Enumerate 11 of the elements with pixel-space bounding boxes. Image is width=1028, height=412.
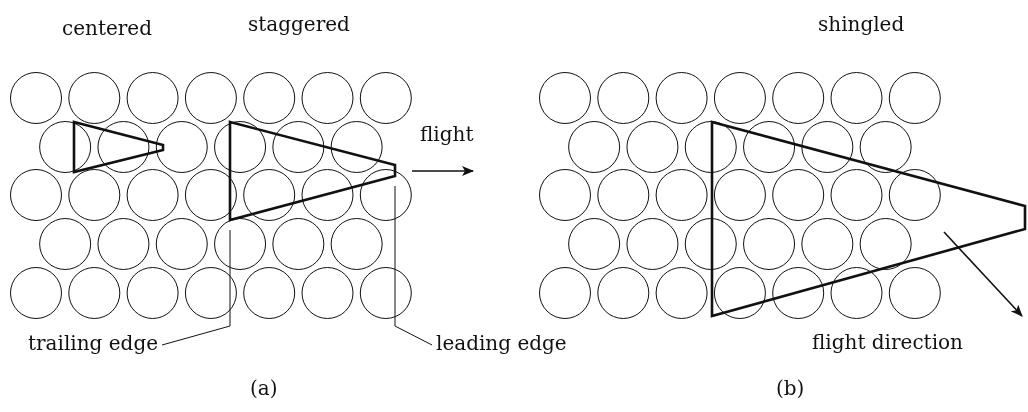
leader-line [161,229,231,346]
edge-label: trailing edge [28,331,159,355]
diagram-label: staggered [248,12,350,36]
edge-label: leading edge [436,331,567,355]
arrow-label: flight [420,122,474,146]
panel-caption: (a) [250,376,278,400]
diagram-label: shingled [818,12,905,36]
arrow-label: flight direction [812,330,963,354]
leader-line [394,185,433,346]
diagram-label: centered [62,16,152,40]
panel-caption: (b) [776,376,805,400]
